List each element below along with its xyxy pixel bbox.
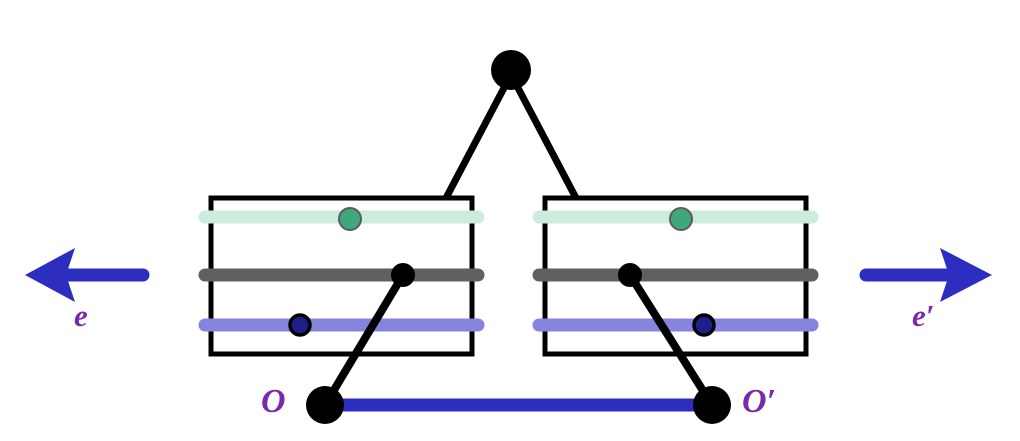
apex-node[interactable] (491, 50, 531, 90)
observer-node-op[interactable] (693, 386, 731, 424)
label-e-prime: e′ (912, 298, 935, 333)
marker-green-left[interactable] (338, 207, 362, 231)
arrow-left[interactable] (25, 248, 150, 302)
apex-edge-left (442, 82, 509, 202)
marker-black-left[interactable] (391, 263, 415, 287)
marker-navy-left[interactable] (288, 313, 312, 337)
apex-edge-right (513, 82, 580, 202)
marker-black-right[interactable] (618, 263, 642, 287)
arrow-left-head (25, 248, 75, 302)
worldline-right (626, 271, 716, 409)
arrow-right-head (940, 248, 992, 302)
label-o-prime: O′ (742, 383, 777, 420)
apex-edge-group (442, 82, 580, 202)
marker-navy-right[interactable] (692, 313, 716, 337)
label-e: e (74, 298, 88, 333)
worldline-left (321, 271, 407, 409)
marker-green-right[interactable] (669, 207, 693, 231)
observer-node-o[interactable] (306, 386, 344, 424)
label-o: O (261, 383, 286, 420)
arrow-right[interactable] (859, 248, 992, 302)
right-frame-group (532, 195, 819, 357)
left-frame-group (198, 195, 485, 357)
